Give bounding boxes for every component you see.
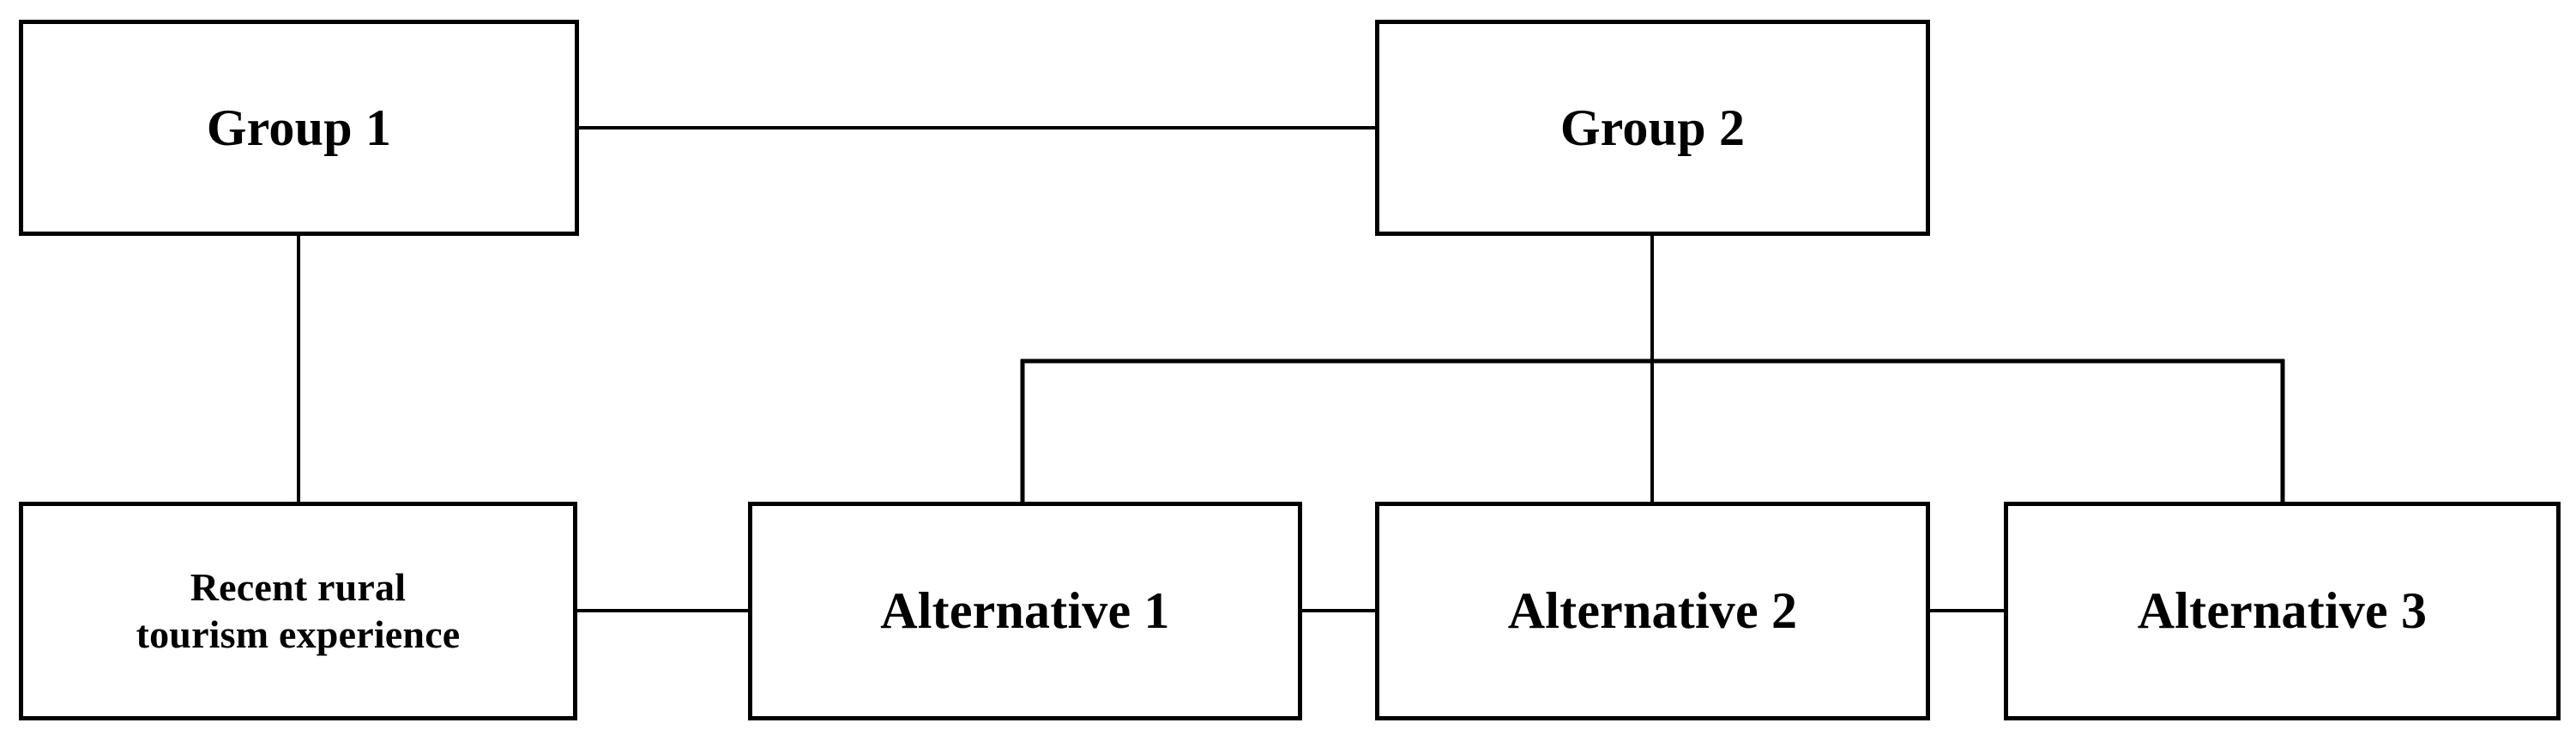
node-alternative-3-label: Alternative 3 [2137,582,2428,640]
node-recent-rural-tourism-experience-label: Recent rural tourism experience [136,565,461,656]
node-alternative-1-label: Alternative 1 [880,582,1170,640]
node-alternative-3[interactable]: Alternative 3 [2004,502,2561,720]
node-alternative-2[interactable]: Alternative 2 [1375,502,1930,720]
node-group-1[interactable]: Group 1 [19,20,579,236]
node-alternative-1[interactable]: Alternative 1 [748,502,1302,720]
node-group-1-label: Group 1 [206,99,392,156]
node-group-2-label: Group 2 [1559,99,1746,156]
node-group-2[interactable]: Group 2 [1375,20,1930,236]
node-alternative-2-label: Alternative 2 [1507,582,1798,640]
node-recent-rural-tourism-experience[interactable]: Recent rural tourism experience [19,502,577,720]
